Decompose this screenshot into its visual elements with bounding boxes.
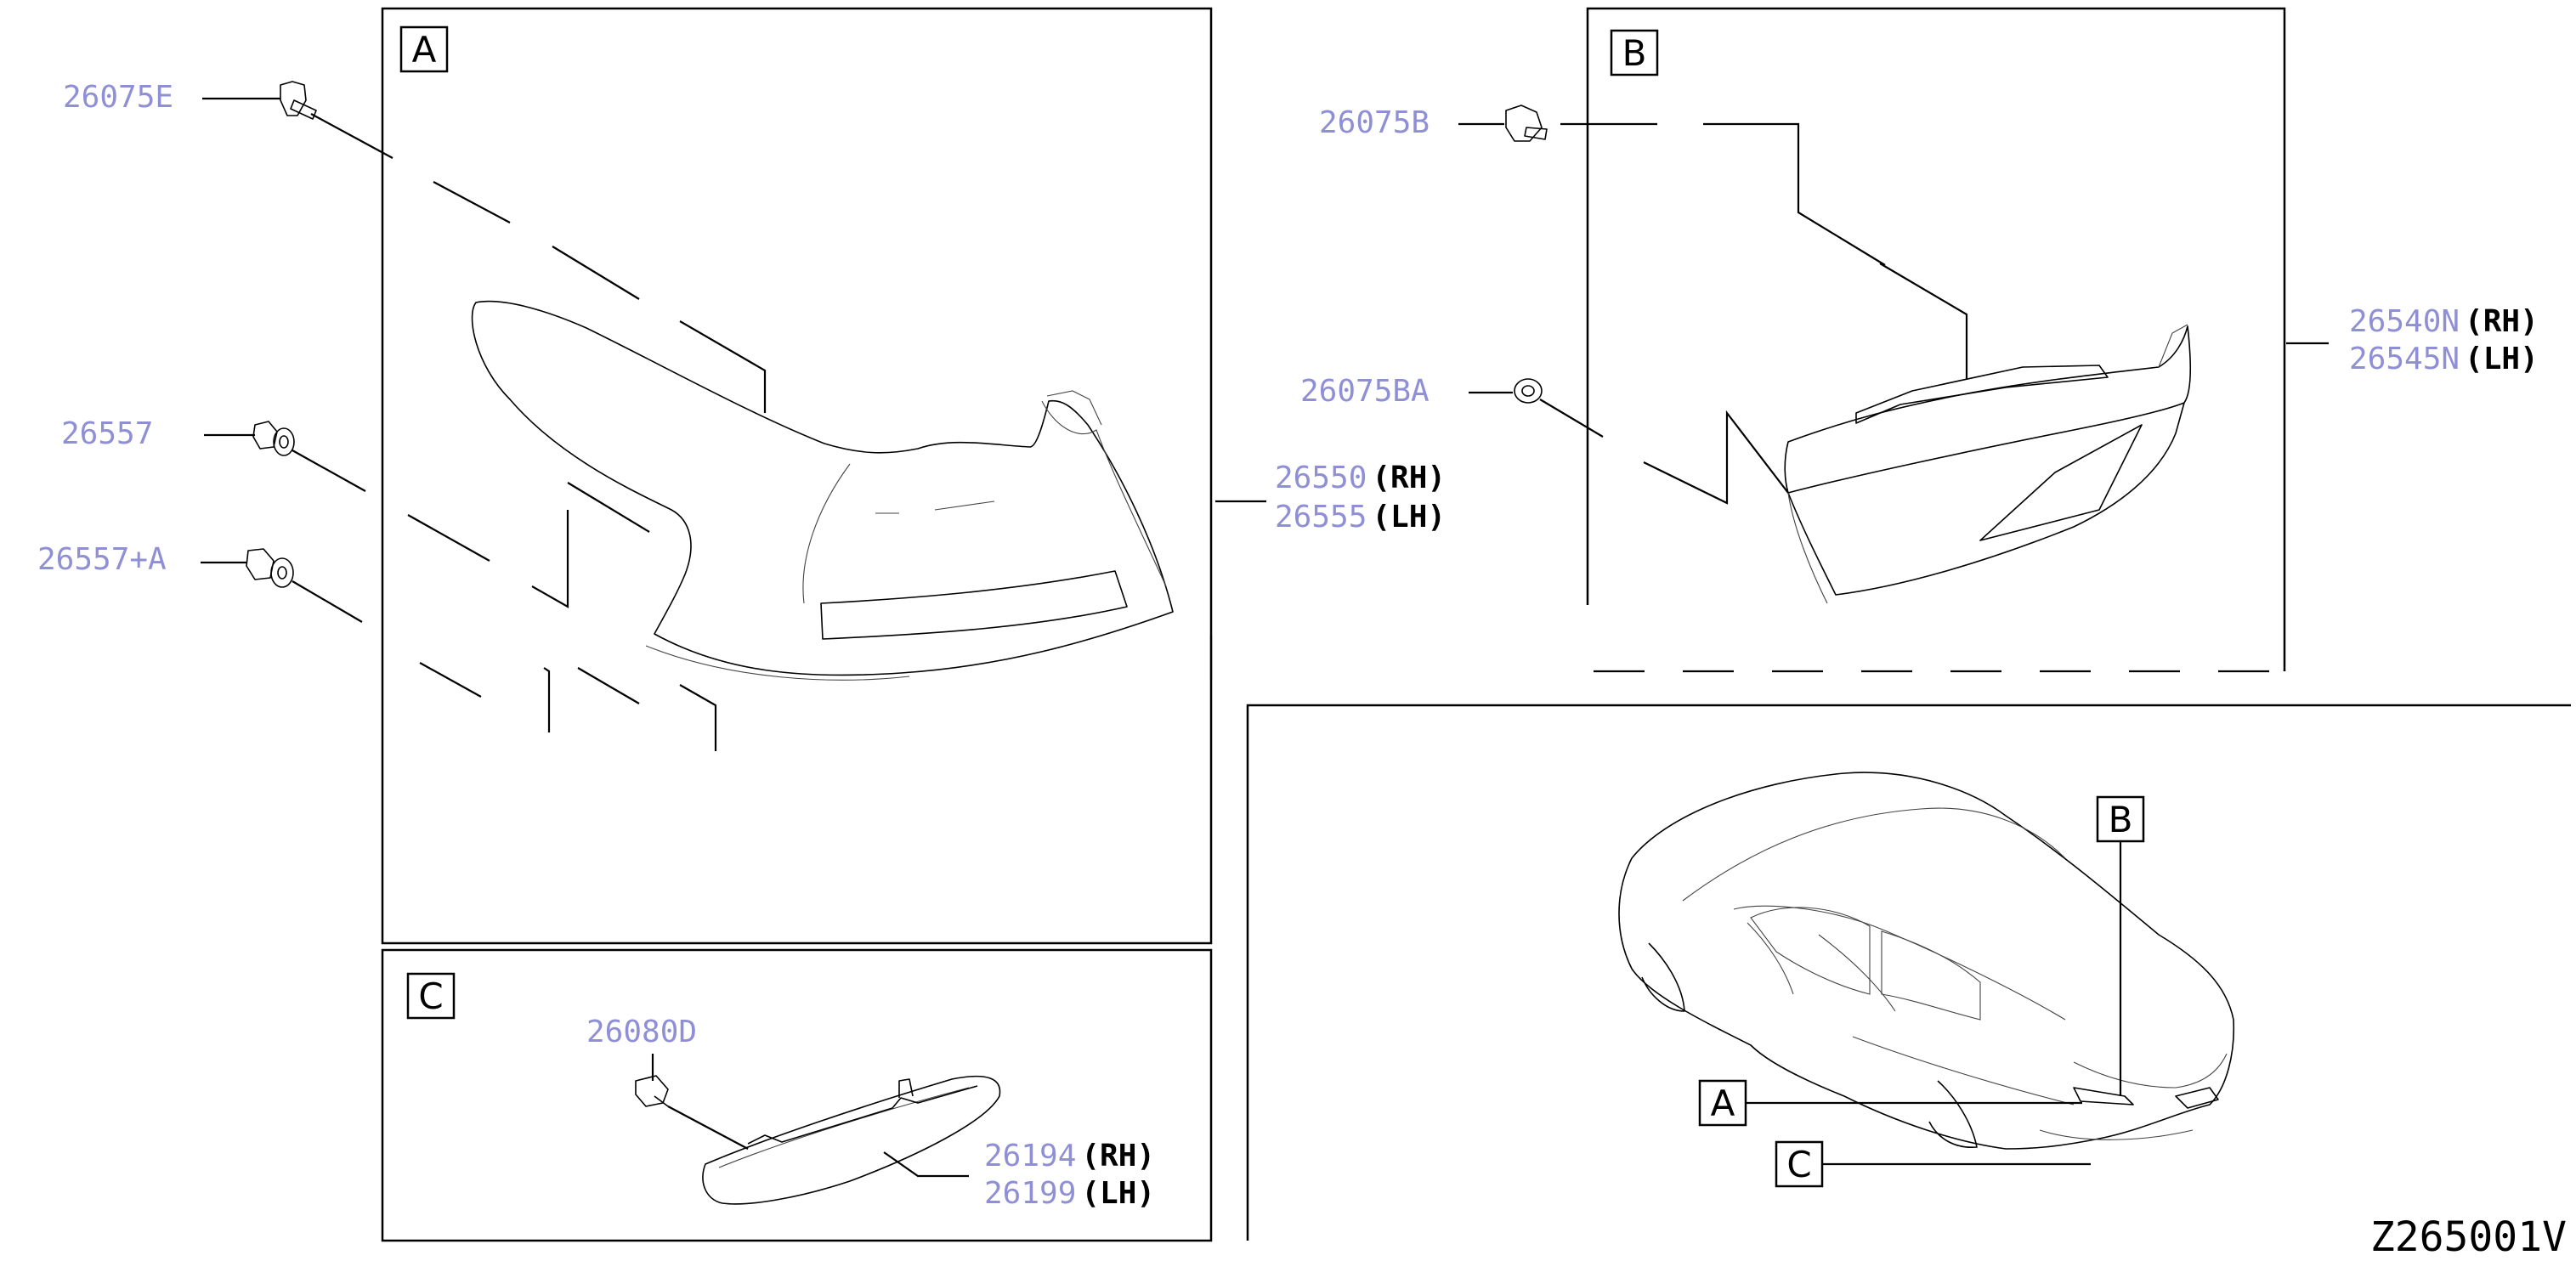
- guide-26075b: [1560, 122, 1968, 379]
- part-number-26075ba: 26075BA: [1300, 374, 1430, 409]
- section-a-letter: A: [412, 29, 437, 71]
- rear-combination-lamp-outer-icon: [471, 300, 1174, 681]
- part-number-26555: 26555(LH): [1275, 500, 1446, 534]
- part-number-26557: 26557: [61, 416, 153, 451]
- section-b-letter: B: [1622, 32, 1647, 74]
- vehicle-callout-c: C: [1775, 1140, 1824, 1188]
- part-number-26540n: 26540N(RH): [2349, 304, 2539, 339]
- vehicle-callout-c-letter: C: [1786, 1144, 1811, 1185]
- vehicle-callout-b-letter: B: [2109, 799, 2133, 840]
- leader-26194: [883, 1151, 969, 1178]
- guide-26080d: [667, 1105, 749, 1150]
- rear-combination-lamp-inner-icon: [1784, 324, 2192, 604]
- drawing-code: Z265001V: [2370, 1213, 2567, 1261]
- guide-26075ba: [1539, 399, 1789, 505]
- vehicle-callout-b: B: [2096, 795, 2145, 843]
- section-c-tag: C: [406, 972, 456, 1020]
- part-number-26545n: 26545N(LH): [2349, 342, 2539, 376]
- clip-icon-26075e: [280, 81, 317, 120]
- part-number-26075b: 26075B: [1319, 105, 1430, 140]
- section-a-frame: [381, 7, 1213, 945]
- part-number-26199: 26199(LH): [984, 1176, 1155, 1211]
- grommet-icon-26557: [252, 421, 295, 456]
- guide-26557: [292, 450, 650, 608]
- part-number-26557a: 26557+A: [37, 542, 167, 577]
- section-a-tag: A: [399, 25, 449, 73]
- guide-26075e-2: [433, 181, 767, 413]
- reflex-reflector-lamp-icon: [702, 1075, 1001, 1205]
- section-c-frame: [381, 948, 1213, 1242]
- socket-icon-26080d: [635, 1075, 669, 1107]
- vehicle-rear-view-icon: [1618, 772, 2235, 1150]
- part-number-26075e: 26075E: [63, 80, 173, 115]
- guide-26075e-1: [310, 113, 393, 159]
- clip-icon-26075b: [1505, 105, 1548, 142]
- section-b-tag: B: [1610, 29, 1659, 76]
- part-number-26550: 26550(RH): [1275, 461, 1446, 495]
- vehicle-callout-a-letter: A: [1711, 1083, 1735, 1124]
- part-number-26080d: 26080D: [586, 1015, 697, 1049]
- vehicle-callout-a: A: [1698, 1079, 1747, 1127]
- clip-icon-26075ba: [1514, 378, 1543, 404]
- section-b-frame: [1586, 7, 2286, 671]
- guide-26557a: [292, 580, 717, 751]
- grommet-icon-26557a: [246, 548, 294, 588]
- part-number-26194: 26194(RH): [984, 1139, 1155, 1173]
- section-c-letter: C: [418, 975, 443, 1017]
- vehicle-view-frame: [1246, 704, 2571, 1241]
